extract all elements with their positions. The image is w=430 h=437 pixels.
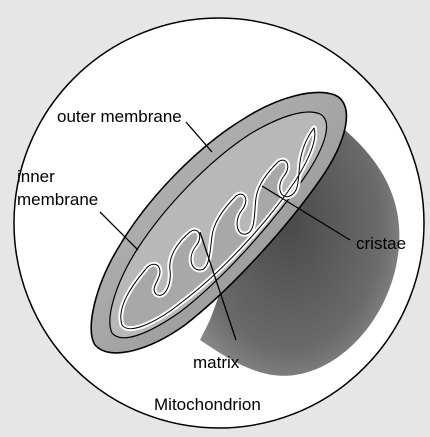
matrix-label: matrix	[193, 353, 240, 372]
cristae-label: cristae	[356, 234, 406, 253]
inner-membrane-label-line2: membrane	[17, 190, 98, 209]
inner-membrane-label-line1: inner	[17, 167, 55, 186]
diagram-caption: Mitochondrion	[154, 395, 261, 414]
outer-membrane-label: outer membrane	[57, 107, 182, 126]
